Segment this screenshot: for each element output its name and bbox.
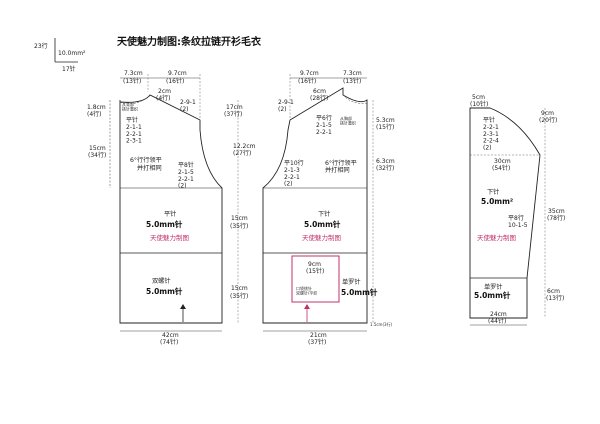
- back-neck-dim: 2cm: [158, 88, 171, 95]
- page-title: 天使魅力制图:条纹拉链开衫毛衣: [117, 35, 261, 48]
- sleeve-body-gauge: 5.0mm²: [481, 197, 513, 206]
- sleeve-bottom-sts: (44针): [488, 317, 506, 325]
- front-armhole-right: 5.3cm: [376, 117, 395, 124]
- front-watermark: 天使魅力制图: [302, 233, 341, 242]
- front-neck-rows: (28行): [310, 94, 328, 102]
- back-top-left-sts: (13针): [123, 77, 141, 85]
- back-top-right-sts: (16针): [166, 77, 184, 85]
- front-rib-label: 单罗针: [342, 278, 361, 286]
- front-top-right-dim: 7.3cm: [343, 70, 362, 77]
- sleeve-watermark: 天使魅力制图: [477, 233, 516, 242]
- front-right-small: 6.3cm: [376, 158, 395, 165]
- back-body-rows: (35行): [230, 222, 248, 230]
- back-shoulder-text: 从背部挑针重织: [122, 101, 138, 112]
- back-rib-label: 双螺针: [152, 277, 171, 285]
- back-armhole-text2: 并打相同: [137, 164, 162, 172]
- back-right-armhole-rows: (27行): [233, 149, 251, 157]
- front-bottom-dim: 21cm: [310, 332, 327, 339]
- front-corner-note: 1.5cm(3行): [370, 321, 393, 327]
- front-shoulder-text: 从胸部挑针重织: [340, 115, 356, 126]
- back-piece: 7.3cm (13针) 9.7cm (16针) 2cm (4行) 从背部挑针重织…: [87, 70, 256, 346]
- sleeve-outline: [469, 107, 541, 319]
- front-top-left-dim: 9.7cm: [300, 70, 319, 77]
- back-left-top-drop: 1.8cm: [87, 104, 106, 111]
- sleeve-cap-rows: (20行): [539, 116, 557, 124]
- back-armhole-rows: (34行): [88, 151, 106, 159]
- front-armhole-text: 6°行行领平并打相同: [325, 159, 357, 174]
- gauge-stitches: 17针: [62, 65, 76, 73]
- sleeve-top-dim: 5cm: [472, 94, 485, 101]
- sleeve-width-dim: 30cm: [494, 158, 511, 165]
- sleeve-rib-h: 6cm: [547, 288, 560, 295]
- back-rib-h: 15cm: [231, 285, 248, 292]
- back-right-top-dim: 17cm: [226, 104, 243, 111]
- sleeve-width-sts: (54针): [492, 164, 510, 172]
- back-right-top-rows: (37行): [224, 110, 242, 118]
- back-neck-rows: (4行): [156, 94, 171, 102]
- pocket-sts: (15针): [306, 267, 324, 275]
- front-right-small-rows: (32行): [376, 164, 394, 172]
- gauge-rows: 23行: [34, 42, 48, 50]
- gauge-legend: 23行 10.0mm² 17针: [34, 38, 86, 73]
- back-armhole-text: 6°行行领平: [130, 156, 162, 164]
- sleeve-rib-label: 单罗针: [484, 283, 503, 291]
- front-piece: 9.7cm (16针) 7.3cm (13针) 6cm (28行) 2-9-1(…: [262, 70, 395, 346]
- pocket-dim: 9cm: [308, 261, 321, 268]
- sleeve-rib-gauge: 5.0mm针: [474, 290, 511, 300]
- front-neck-dim: 6cm: [313, 88, 326, 95]
- back-top-left-dim: 7.3cm: [124, 70, 143, 77]
- sleeve-rib-rows: (13行): [546, 294, 564, 302]
- back-body-h: 15cm: [231, 215, 248, 222]
- front-outline: [262, 87, 368, 324]
- front-body-label: 下针: [318, 210, 330, 218]
- back-rib-gauge: 5.0mm针: [146, 286, 183, 296]
- front-top-right-sts: (13针): [343, 77, 361, 85]
- pocket-outline: [291, 255, 340, 303]
- back-left-top-drop-rows: (4行): [87, 110, 102, 118]
- sleeve-body-h: 35cm: [548, 208, 565, 215]
- back-outline: [119, 94, 223, 324]
- back-top-right-dim: 9.7cm: [168, 70, 187, 77]
- front-top-left-sts: (16针): [298, 77, 316, 85]
- sleeve-body-rows: (78行): [547, 214, 565, 222]
- sleeve-body-label: 下针: [487, 188, 499, 196]
- back-body-label: 平针: [164, 210, 176, 218]
- sleeve-cap-h: 9cm: [541, 110, 554, 117]
- back-bottom-dim: 42cm: [162, 332, 179, 339]
- back-armhole-h: 15cm: [89, 145, 106, 152]
- back-right-armhole: 12.2cm: [233, 143, 256, 150]
- front-rib-gauge: 5.0mm针: [341, 287, 378, 297]
- front-neck-left-note: 2-9-1(2): [278, 99, 294, 113]
- sleeve-bottom-dim: 24cm: [490, 311, 507, 318]
- back-bottom-sts: (74针): [160, 338, 178, 346]
- back-shoulder-note: 2-9-1(2): [180, 99, 196, 113]
- front-bottom-sts: (37针): [308, 338, 326, 346]
- front-body-gauge: 5.0mm针: [304, 219, 341, 229]
- back-rib-rows: (35行): [230, 292, 248, 300]
- front-armhole-right-rows: (15行): [376, 123, 394, 131]
- pocket-text: 口袋挑针双螺针/平织: [296, 285, 317, 296]
- back-body-gauge: 5.0mm针: [146, 219, 183, 229]
- sleeve-top-sts: (10针): [470, 100, 488, 108]
- back-watermark: 天使魅力制图: [150, 233, 189, 242]
- gauge-unit: 10.0mm²: [58, 50, 86, 57]
